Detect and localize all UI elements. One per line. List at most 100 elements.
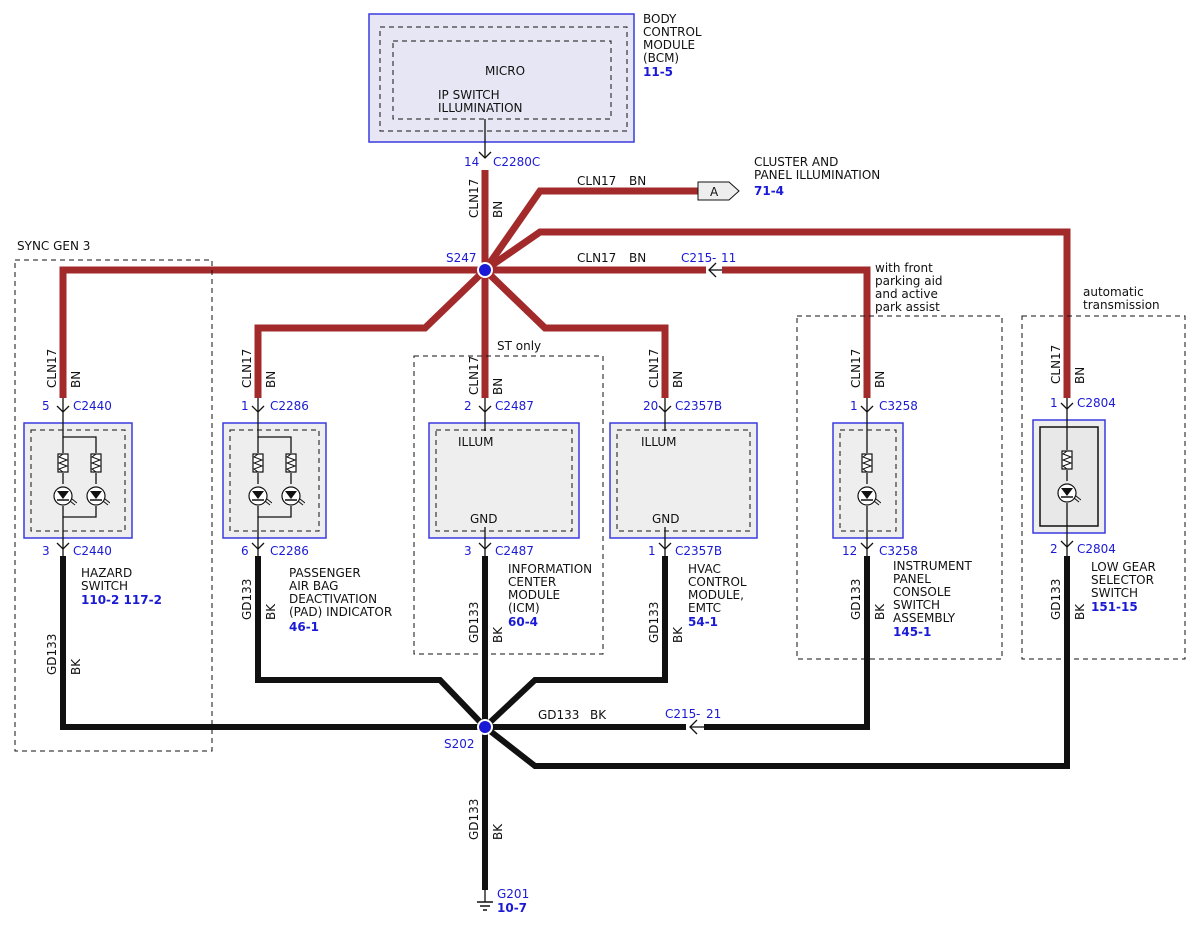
ground-g201: G201 10-7 [477,887,529,915]
cluster-ref-link[interactable]: 71-4 [754,184,784,198]
svg-text:BN: BN [1073,367,1087,384]
hazard-bot-conn: C2440 [73,544,112,558]
icm-module[interactable]: ILLUM GND [428,422,580,539]
pad-bot-pin: 6 [241,544,249,558]
ground-wire-labels: GD133 BK GD133 BK GD133 BK GD133 BK GD13… [45,579,1087,840]
svg-text:CLN17: CLN17 [577,251,616,265]
cluster-line-2: PANEL ILLUMINATION [754,168,880,182]
ipcs-line-1: INSTRUMENT [893,559,972,573]
cluster-line-1: CLUSTER AND [754,155,838,169]
pad-refs-link[interactable]: 46-1 [289,620,319,634]
bcm-title: BODY CONTROL MODULE (BCM) 11-5 [643,12,702,79]
svg-text:BN: BN [629,174,646,188]
svg-text:CLN17: CLN17 [467,179,481,218]
icm-top-pin: 2 [464,399,472,413]
ipcs-top-pin: 1 [850,399,858,413]
svg-text:CLN17: CLN17 [1049,345,1063,384]
svg-text:BK: BK [491,823,505,840]
pad-line-4: (PAD) INDICATOR [289,605,392,619]
sync-gen-label: SYNC GEN 3 [17,239,90,253]
ipcs-refs-link[interactable]: 145-1 [893,625,931,639]
icm-line-3: MODULE [508,588,560,602]
hvac-top-pin: 20 [643,399,658,413]
svg-text:-: - [712,251,716,265]
svg-text:BK: BK [491,626,505,643]
hvac-bot-conn: C2357B [675,544,722,558]
lowgear-refs-link[interactable]: 151-15 [1091,600,1138,614]
pad-top-pin: 1 [241,399,249,413]
lowgear-line-1: LOW GEAR [1091,560,1156,574]
lowgear-line-3: SWITCH [1091,586,1138,600]
hvac-illum-label: ILLUM [641,435,676,449]
lowgear-line-2: SELECTOR [1091,573,1154,587]
svg-text:BK: BK [69,658,83,675]
svg-text:GD133: GD133 [240,579,254,620]
hvac-refs-link[interactable]: 54-1 [688,615,718,629]
pad-indicator[interactable] [222,422,327,539]
hazard-switch[interactable] [23,422,133,539]
ground-ref-link[interactable]: 10-7 [497,901,527,915]
cluster-illumination-flag[interactable]: A CLUSTER AND PANEL ILLUMINATION 71-4 [697,155,880,201]
svg-text:GD133: GD133 [45,634,59,675]
ipcs-line-5: ASSEMBLY [893,611,956,625]
ipcs-line-4: SWITCH [893,598,940,612]
hazard-refs-link[interactable]: 110-2 117-2 [81,593,162,607]
svg-text:-: - [696,707,700,721]
bcm-ref-link[interactable]: 11-5 [643,65,673,79]
bcm-module[interactable]: MICRO IP SWITCH ILLUMINATION [368,13,635,143]
svg-text:BK: BK [590,708,607,722]
ipcs-top-conn: C3258 [879,399,918,413]
ipcs-line-3: CONSOLE [893,585,951,599]
icm-line-2: CENTER [508,575,556,589]
hazard-bot-pin: 3 [42,544,50,558]
hvac-line-3: MODULE, [688,588,744,602]
pad-line-2: AIR BAG [289,579,338,593]
svg-text:GD133: GD133 [849,579,863,620]
hvac-module[interactable]: ILLUM GND [609,422,758,539]
bcm-title-line-2: CONTROL [643,25,702,39]
option-groups: SYNC GEN 3 ST only with front parking ai… [14,239,1186,752]
lowgear-bot-conn: C2804 [1077,542,1116,556]
bcm-pin: 14 [464,155,479,169]
bcm-title-line-1: BODY [643,12,677,26]
pad-bot-conn: C2286 [270,544,309,558]
splice-bottom-label: S202 [444,737,475,751]
bcm-micro-label: MICRO [485,64,525,78]
park-line-3: and active [875,287,938,301]
lowgear-top-conn: C2804 [1077,396,1116,410]
pad-line-1: PASSENGER [289,566,361,580]
hazard-line-1: HAZARD [81,566,132,580]
svg-text:BN: BN [873,371,887,388]
c215-bottom-pin: 21 [706,707,721,721]
svg-text:GD133: GD133 [1049,579,1063,620]
park-line-2: parking aid [875,274,943,288]
ipcs-bot-pin: 12 [842,544,857,558]
bcm-title-line-3: MODULE [643,38,695,52]
hvac-gnd-label: GND [652,512,680,526]
ground-wires [60,556,1070,890]
bcm-func-line-2: ILLUMINATION [438,101,523,115]
power-wires [59,170,1071,398]
ground-name: G201 [497,887,529,901]
ipcs-line-2: PANEL [893,572,931,586]
hvac-top-conn: C2357B [675,399,722,413]
svg-text:BN: BN [629,251,646,265]
auto-line-2: transmission [1083,298,1160,312]
park-line-4: park assist [875,300,940,314]
icm-bot-conn: C2487 [495,544,534,558]
st-only-label: ST only [497,339,541,353]
icm-refs-link[interactable]: 60-4 [508,615,538,629]
hvac-line-4: EMTC [688,601,721,615]
svg-text:BN: BN [69,371,83,388]
svg-text:BN: BN [491,201,505,218]
svg-text:GD133: GD133 [467,799,481,840]
ipcs-assembly[interactable] [832,422,904,539]
svg-text:BK: BK [264,603,278,620]
icm-illum-label: ILLUM [458,435,493,449]
low-gear-selector-switch[interactable] [1032,419,1106,534]
icm-top-conn: C2487 [495,399,534,413]
bcm-func-line-1: IP SWITCH [438,88,500,102]
c215-bottom-label: C215 [665,707,696,721]
hvac-bot-pin: 1 [648,544,656,558]
